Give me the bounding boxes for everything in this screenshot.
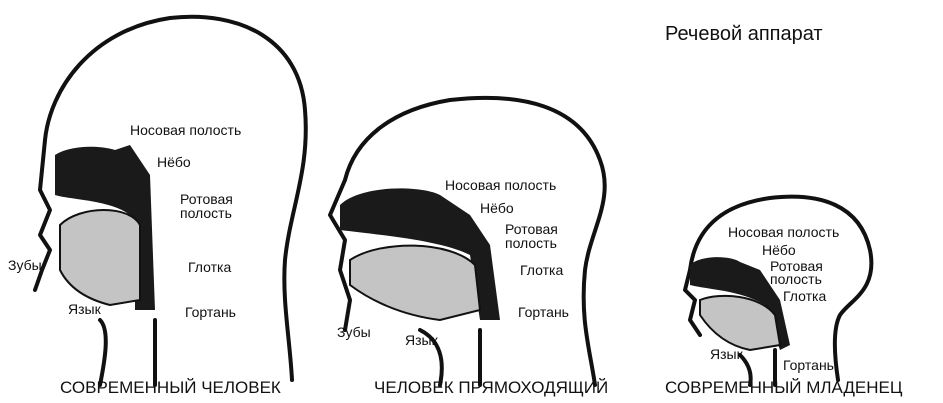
label-palate: Нёбо [480,200,514,216]
label-pharynx: Глотка [188,259,231,275]
nasal-cavity [690,257,790,350]
label-teeth: Зубы [8,257,42,273]
label-larynx: Гортань [185,304,236,320]
label-oral-cavity-2: полость [180,205,232,221]
label-nasal-cavity: Носовая полость [728,224,839,240]
panel-modern-infant: Носовая полость Нёбо Ротовая полость Гло… [665,194,903,397]
label-oral-cavity-1: Ротовая [770,258,823,274]
label-larynx: Гортань [518,304,569,320]
label-palate: Нёбо [762,242,796,258]
label-tongue: Язык [710,346,744,362]
label-larynx: Гортань [783,357,834,373]
head-outline [343,95,607,387]
head-outline [43,14,308,382]
panel-homo-erectus: Носовая полость Нёбо Ротовая полость Гло… [328,95,608,397]
caption-homo-erectus: ЧЕЛОВЕК ПРЯМОХОДЯЩИЙ [374,378,608,397]
label-oral-cavity-2: полость [770,271,822,287]
label-tongue: Язык [405,332,439,348]
tongue [699,294,782,352]
diagram-title: Речевой аппарат [665,23,823,45]
tongue [349,244,482,322]
nasal-cavity [340,188,500,320]
label-pharynx: Глотка [520,262,563,278]
face-outline [33,138,157,387]
caption-modern-human: СОВРЕМЕННЫЙ ЧЕЛОВЕК [60,378,281,397]
label-nasal-cavity: Носовая полость [445,177,556,193]
label-nasal-cavity: Носовая полость [130,122,241,138]
face-outline [328,178,482,387]
tongue [59,209,141,307]
nasal-cavity [55,145,155,310]
panel-modern-human: Носовая полость Нёбо Ротовая полость Гло… [8,14,308,397]
caption-modern-infant: СОВРЕМЕННЫЙ МЛАДЕНЕЦ [665,378,903,397]
face-outline [683,268,777,387]
label-oral-cavity-1: Ротовая [180,191,233,207]
label-oral-cavity-2: полость [505,235,557,251]
head-outline [688,194,874,382]
label-pharynx: Глотка [783,288,826,304]
label-teeth: Зубы [337,324,371,340]
label-tongue: Язык [68,301,102,317]
label-palate: Нёбо [157,154,191,170]
label-oral-cavity-1: Ротовая [505,221,558,237]
